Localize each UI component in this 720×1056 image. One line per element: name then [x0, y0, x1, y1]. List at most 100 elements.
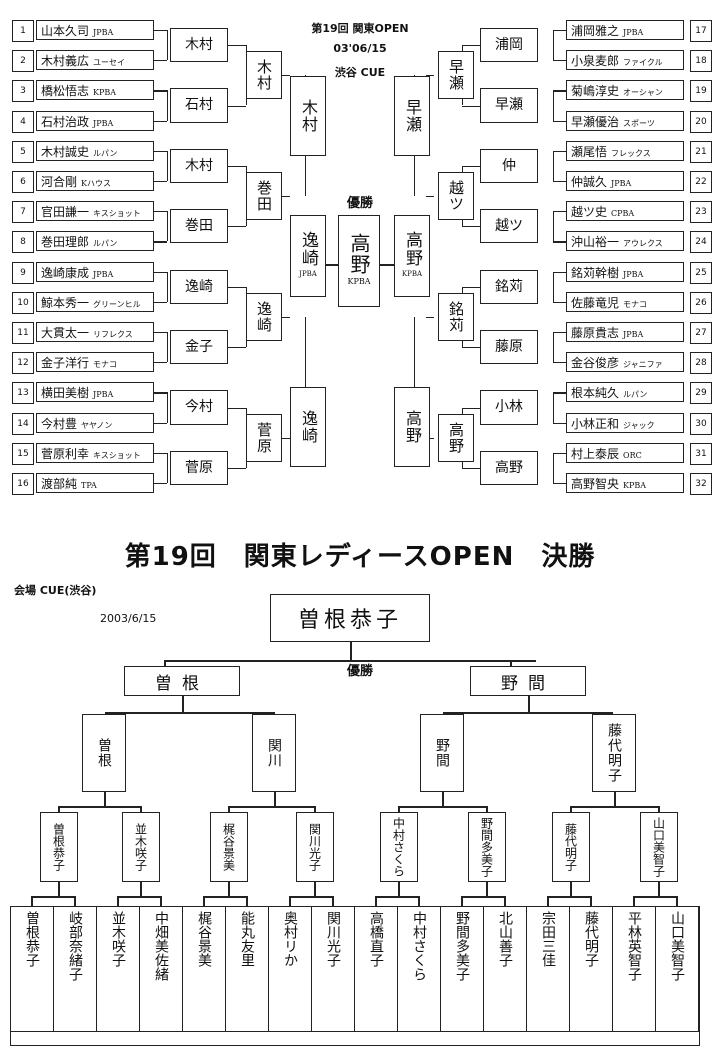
round1-winner-box: 浦岡 — [480, 28, 538, 63]
round3-winner-box: 高野 — [394, 387, 430, 468]
seed-number: 19 — [690, 80, 712, 103]
bracket-line — [58, 806, 140, 808]
ladies-player-cell: 藤代明子 — [570, 907, 613, 1032]
round1-winner-box: 菅原 — [170, 450, 228, 485]
seed-number: 28 — [690, 352, 712, 375]
ladies-player-cell: 北山善子 — [484, 907, 527, 1032]
ladies-quarterfinalist-box: 関川光子 — [296, 812, 334, 882]
bracket-line — [553, 211, 555, 242]
bracket-line — [418, 896, 420, 906]
bracket-line — [167, 30, 169, 61]
bracket-line — [553, 150, 555, 181]
bracket-line — [426, 196, 434, 198]
bracket-line — [398, 882, 400, 896]
bracket-line — [154, 452, 167, 454]
ladies-player-cell: 関川光子 — [312, 907, 355, 1032]
bracket-line — [154, 422, 167, 424]
bracket-line — [375, 896, 418, 898]
bracket-line — [228, 882, 230, 896]
men-left-finalist-club: JPBA — [299, 270, 317, 278]
player-name: 今村豊ヤヤノン — [36, 412, 154, 433]
seed-number: 22 — [690, 171, 712, 193]
bracket-line — [154, 301, 167, 303]
player-club: JPBA — [93, 28, 114, 37]
player-club: JPBA — [623, 28, 644, 37]
player-name-text: 藤原貴志 — [571, 326, 620, 340]
player-club: ルパン — [93, 148, 118, 158]
seed-number: 4 — [12, 110, 34, 133]
ladies-quarterfinalist-box: 並木咲子 — [122, 812, 160, 882]
player-name-text: 銘苅幹樹 — [571, 265, 620, 280]
seed-number: 26 — [690, 291, 712, 314]
bracket-line — [462, 286, 480, 288]
seed-number: 17 — [690, 20, 712, 42]
seed-number: 6 — [12, 171, 34, 193]
ladies-player-cell: 梶谷景美 — [183, 907, 226, 1032]
bracket-line — [167, 150, 169, 181]
ladies-player-cell: 曽根恭子 — [11, 907, 54, 1032]
bracket-line — [31, 896, 33, 906]
bracket-line — [443, 712, 613, 714]
seed-number: 27 — [690, 322, 712, 344]
player-club: フレックス — [611, 148, 651, 158]
bracket-line — [461, 896, 463, 906]
bracket-line — [154, 211, 167, 213]
ladies-players-table: 曽根恭子岐部奈緒子並木咲子中畑美佐緒梶谷景美能丸友里奥村リか関川光子高橋直子中村… — [10, 906, 700, 1046]
player-club: Kハウス — [81, 179, 111, 188]
men-champion-box: 高野 KPBA — [338, 215, 380, 307]
ladies-player-cell: 山口美智子 — [656, 907, 699, 1032]
round1-winner-box: 早瀬 — [480, 88, 538, 123]
bracket-line — [154, 90, 167, 92]
bracket-line — [462, 467, 480, 470]
round2-winner-box: 逸崎 — [246, 292, 282, 342]
ladies-quarterfinalist-name: 曽根恭子 — [51, 823, 66, 871]
round1-winner-name: 木村 — [185, 157, 213, 174]
round1-winner-name: 石村 — [185, 97, 213, 114]
ladies-player-name: 梶谷景美 — [196, 911, 212, 967]
player-name-text: 仲誠久 — [571, 175, 608, 189]
player-club: JPBA — [611, 179, 632, 188]
bracket-line — [462, 407, 480, 409]
bracket-line — [614, 792, 616, 806]
bracket-line — [228, 806, 230, 812]
bracket-line — [167, 90, 169, 121]
ladies-player-name: 藤代明子 — [583, 911, 599, 967]
bracket-line — [274, 792, 276, 806]
seed-number: 32 — [690, 473, 712, 495]
bracket-line — [486, 882, 488, 896]
ladies-semifinalist-name: 野間 — [434, 738, 450, 768]
bracket-line — [105, 712, 275, 714]
bracket-line — [58, 882, 60, 896]
bracket-line — [553, 150, 566, 152]
bracket-line — [167, 271, 169, 302]
bracket-line — [203, 896, 246, 898]
player-name: 大貫太一リフレクス — [36, 322, 154, 342]
ladies-player-cell: 平林英智子 — [613, 907, 656, 1032]
bracket-line — [228, 226, 246, 228]
bracket-line — [676, 896, 678, 906]
round2-winner-box: 早瀬 — [438, 51, 474, 100]
bracket-line — [462, 45, 480, 47]
seed-number: 1 — [12, 20, 34, 42]
player-club: TPA — [81, 481, 97, 490]
player-name-text: 高野智央 — [571, 477, 620, 491]
player-club: ジャック — [623, 420, 655, 430]
ladies-player-name: 並木咲子 — [110, 911, 126, 967]
bracket-line — [633, 896, 676, 898]
player-name-text: 鯨本秀一 — [41, 295, 90, 310]
player-name-text: 菅原利幸 — [41, 446, 90, 461]
bracket-line — [553, 211, 566, 213]
ladies-champion-label: 優勝 — [346, 664, 373, 679]
bracket-line — [462, 165, 480, 168]
bracket-line — [154, 181, 167, 183]
bracket-line — [462, 347, 480, 349]
bracket-line — [553, 332, 566, 334]
ladies-quarterfinalist-name: 野間多美子 — [479, 817, 494, 877]
ladies-player-cell: 能丸友里 — [226, 907, 269, 1032]
bracket-line — [228, 347, 246, 349]
round2-winner-name: 越ツ — [447, 180, 465, 213]
